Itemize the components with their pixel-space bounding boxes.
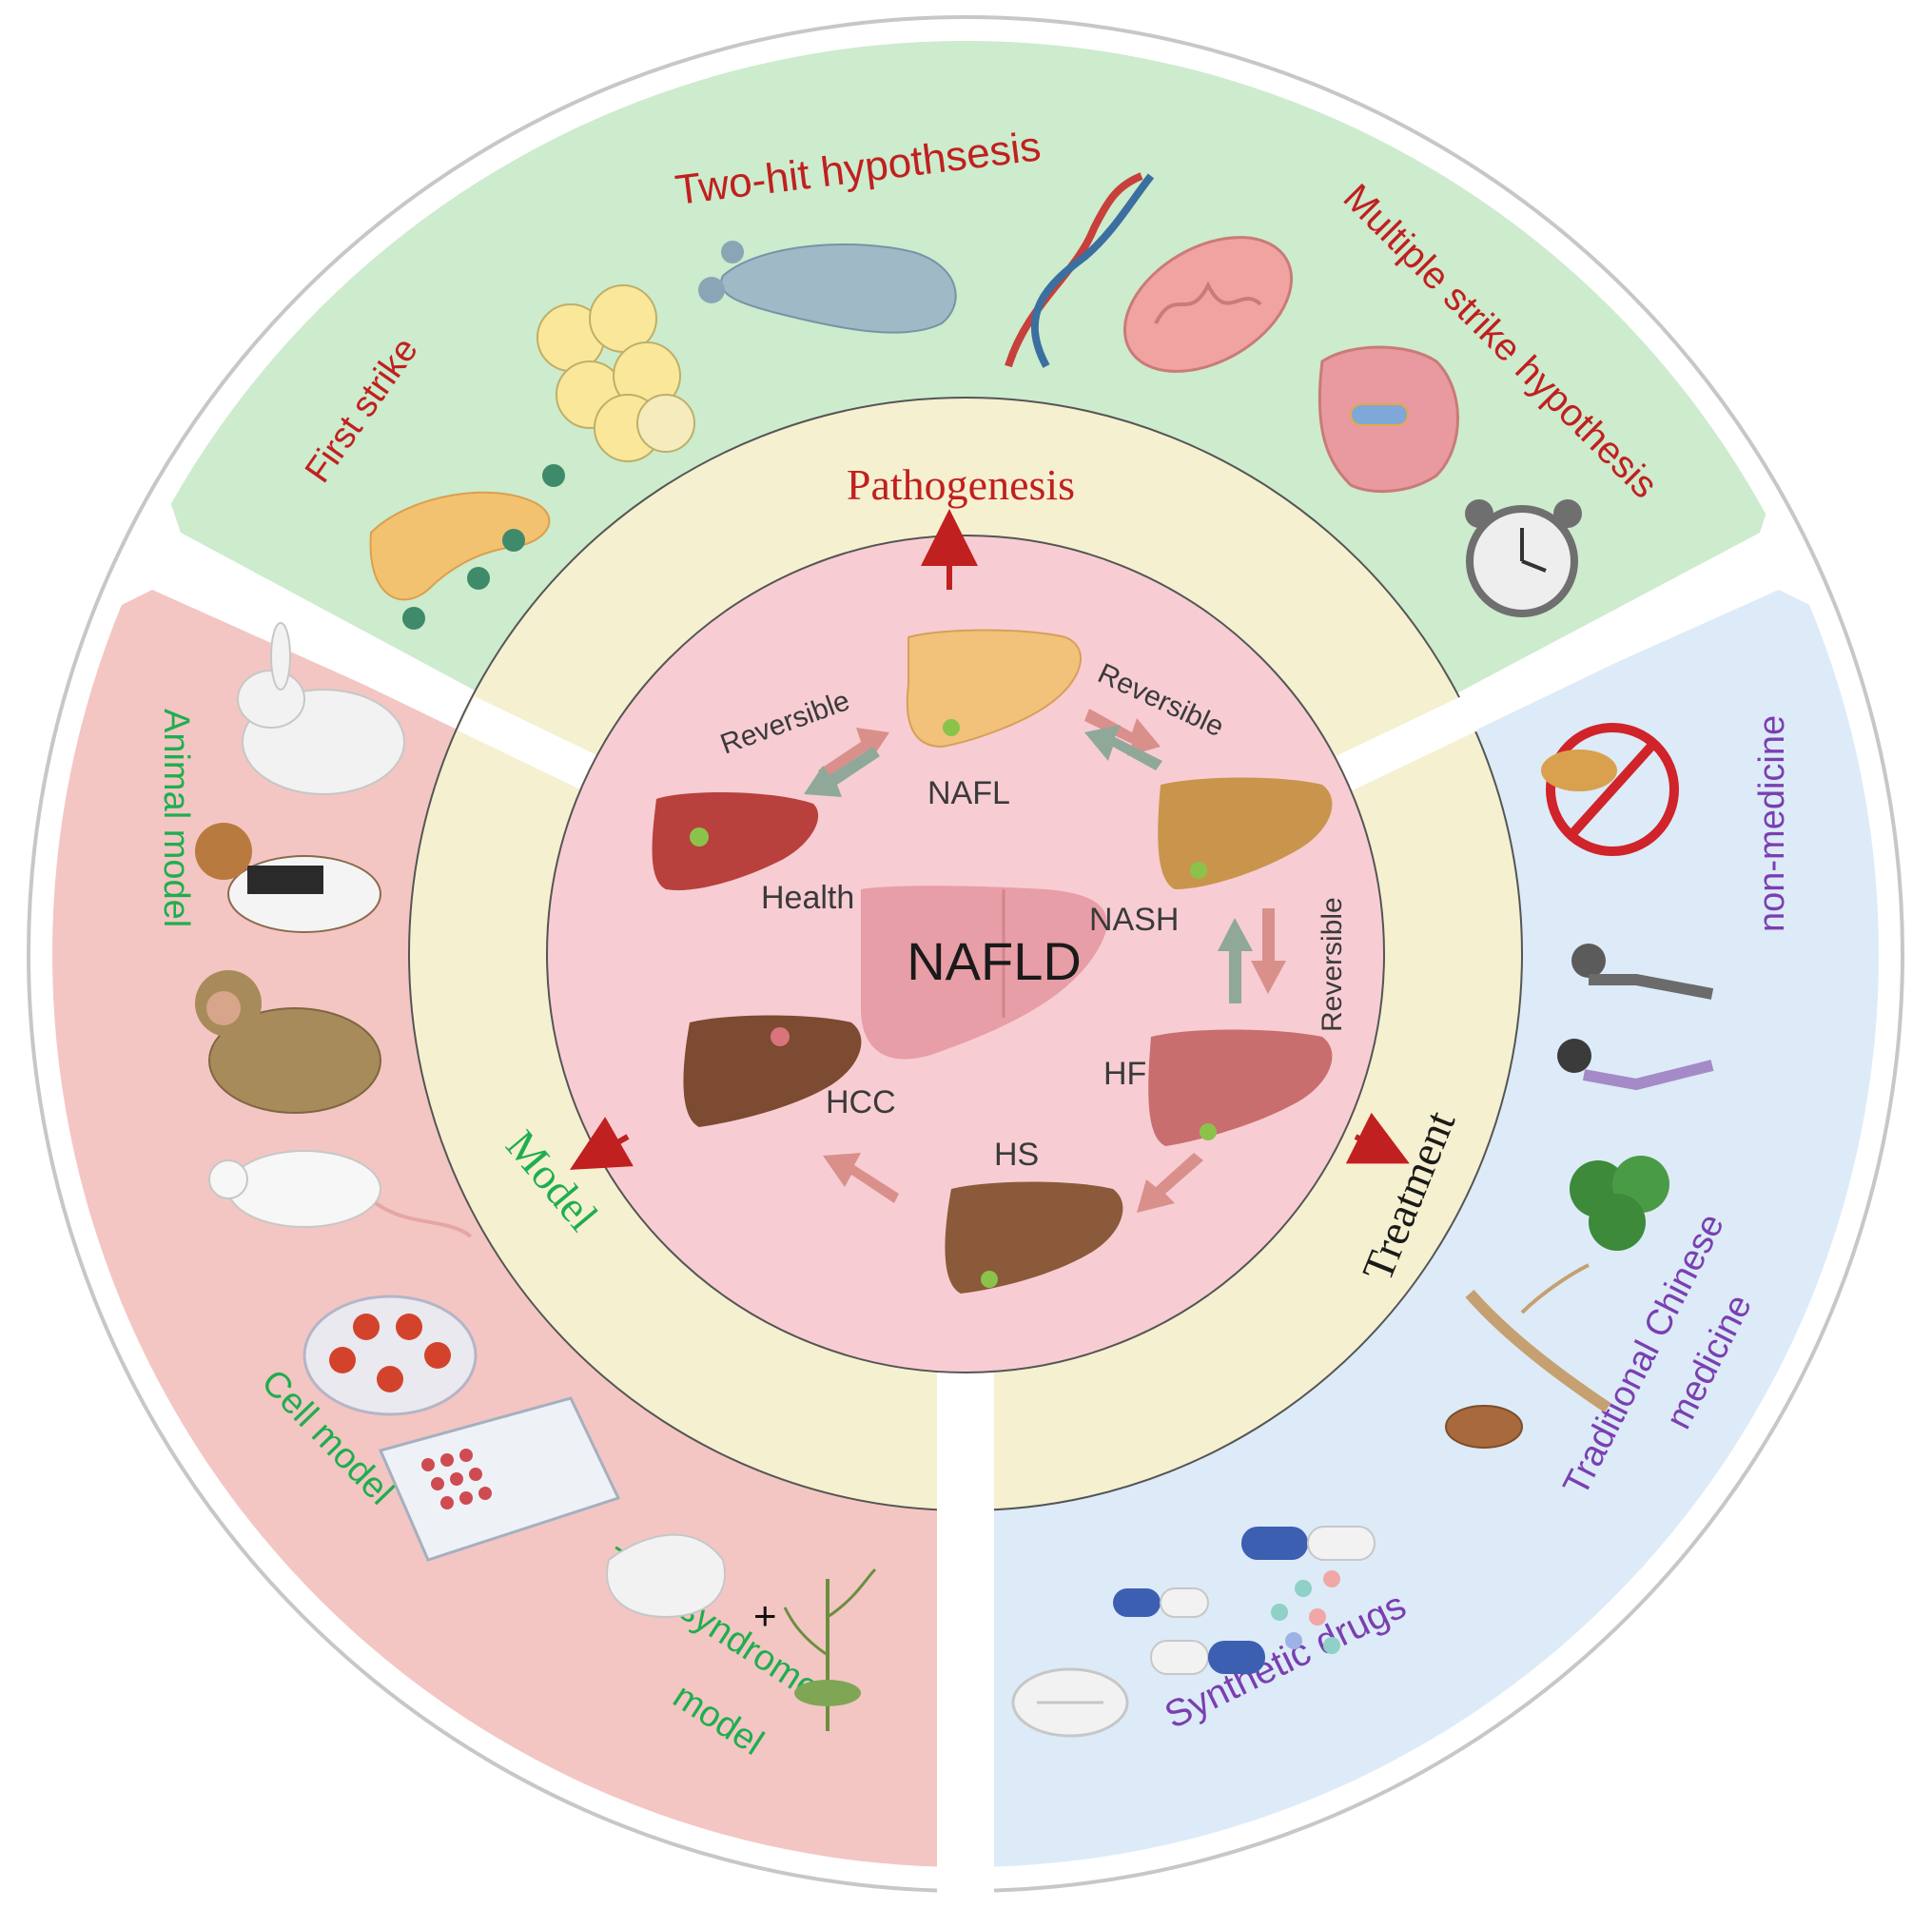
hs-label: HS bbox=[994, 1137, 1039, 1173]
no-junk-food-icon bbox=[1541, 723, 1679, 856]
hs-liver-icon bbox=[945, 1181, 1123, 1294]
arrow-nash-to-nafl bbox=[1084, 725, 1162, 770]
health-liver-icon bbox=[652, 792, 819, 890]
dna-icon bbox=[1005, 172, 1155, 368]
runner-woman-icon bbox=[1557, 1039, 1714, 1091]
health-label: Health bbox=[761, 880, 854, 916]
non-medicine-label: non-medicine bbox=[1752, 715, 1792, 932]
herb-leaf-icon bbox=[1570, 1156, 1669, 1251]
rabbit-icon bbox=[237, 622, 405, 795]
runner-man-icon bbox=[1571, 944, 1714, 1000]
plus-sign: + bbox=[753, 1593, 777, 1638]
nafld-title: NAFLD bbox=[907, 931, 1082, 991]
center-liver-icon bbox=[861, 886, 1107, 1060]
arrow-to-treatment bbox=[1345, 1112, 1410, 1164]
intestine-icon bbox=[1317, 345, 1459, 494]
alarm-clock-icon bbox=[1465, 499, 1582, 617]
capsules-icon bbox=[1113, 1526, 1376, 1675]
well-plate-icon bbox=[378, 1396, 621, 1562]
rat-icon bbox=[208, 1150, 473, 1238]
herb-plant-icon bbox=[783, 1567, 877, 1731]
arrow-nafl-to-nash bbox=[1084, 709, 1161, 756]
nafl-label: NAFL bbox=[927, 775, 1010, 811]
animal-model-label: Animal model bbox=[156, 709, 196, 927]
arrow-hf-to-hs bbox=[1137, 1153, 1203, 1213]
dog-icon bbox=[195, 823, 381, 933]
pills-dots-icon bbox=[1271, 1570, 1340, 1654]
arrow-nash-to-hf bbox=[1251, 908, 1286, 994]
pathogenesis-ring-label: Pathogenesis bbox=[847, 460, 1075, 509]
arrow-to-model bbox=[569, 1117, 634, 1170]
hf-label: HF bbox=[1103, 1056, 1146, 1092]
ring-arrows bbox=[569, 509, 1410, 1170]
dots-icon bbox=[402, 464, 565, 630]
arrow-hf-to-nash bbox=[1218, 918, 1253, 1003]
arrow-health-to-nafl bbox=[818, 728, 889, 780]
stage-arrows bbox=[804, 709, 1286, 1213]
arrow-nafl-to-health bbox=[804, 747, 880, 797]
tablet-icon bbox=[1011, 1667, 1129, 1738]
fat-cells-icon bbox=[537, 284, 695, 462]
hf-liver-icon bbox=[1148, 1029, 1333, 1146]
nash-liver-icon bbox=[1158, 777, 1333, 889]
arrow-hs-to-hcc bbox=[823, 1153, 899, 1203]
hcc-label: HCC bbox=[826, 1084, 896, 1120]
petri-dish-icon bbox=[302, 1295, 478, 1416]
er-organelle-icon bbox=[698, 241, 957, 334]
nash-label: NASH bbox=[1089, 902, 1179, 938]
seed-icon bbox=[1445, 1405, 1523, 1449]
mitochondria-icon bbox=[1122, 236, 1294, 373]
root-herb-icon bbox=[1465, 1263, 1611, 1412]
hcc-liver-icon bbox=[683, 1015, 862, 1127]
reversible-label-vertical: Reversible bbox=[1317, 897, 1348, 1032]
nafl-liver-icon bbox=[906, 629, 1082, 749]
monkey-icon bbox=[195, 970, 381, 1114]
mouse-hand-icon bbox=[606, 1533, 726, 1619]
